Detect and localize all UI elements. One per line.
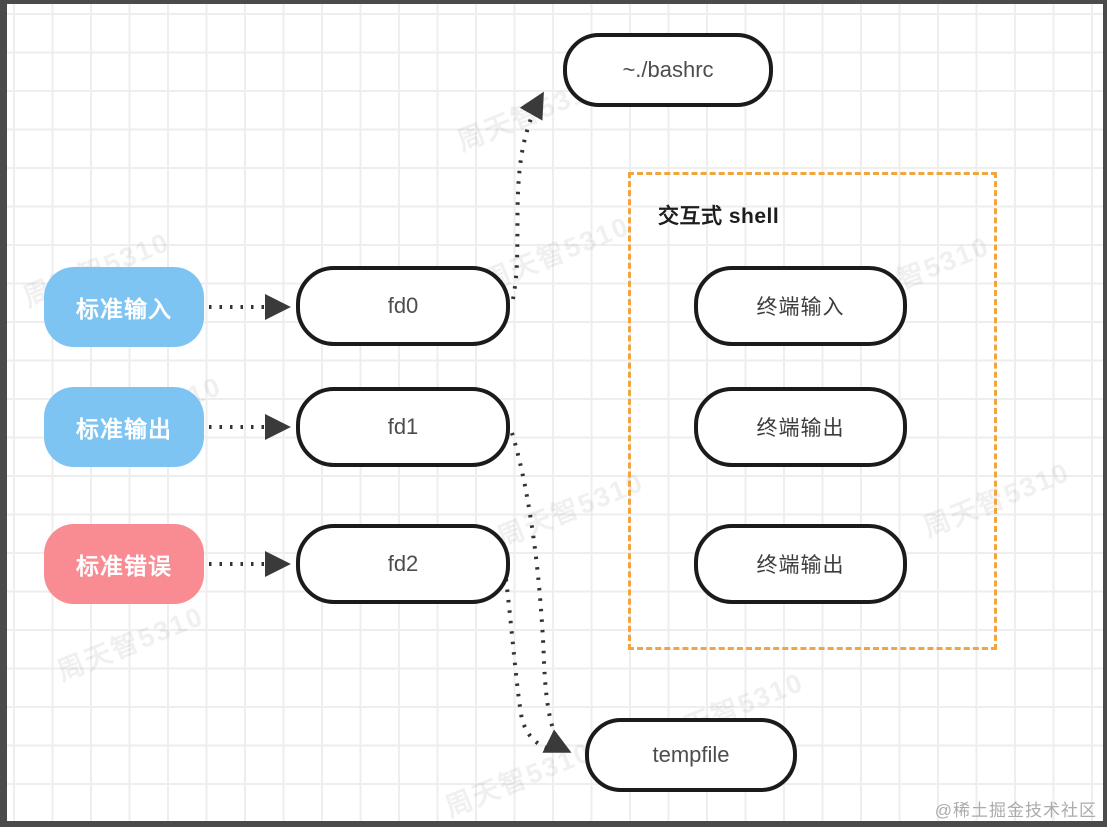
node-bashrc: ~./bashrc [563, 33, 773, 107]
node-fd0: fd0 [296, 266, 510, 346]
node-terminal-output-2-label: 终端输出 [756, 554, 845, 577]
node-fd1-label: fd1 [387, 414, 419, 439]
node-fd2: fd2 [296, 524, 510, 604]
interactive-shell-title: 交互式 shell [658, 205, 780, 228]
arrow-fd2-tempfile [504, 578, 555, 752]
node-stderr-label: 标准错误 [76, 553, 172, 579]
node-stdin-label: 标准输入 [76, 296, 172, 322]
node-stdout-label: 标准输出 [76, 416, 172, 442]
arrow-fd1-tempfile [510, 432, 572, 753]
node-stdin: 标准输入 [44, 267, 204, 347]
node-stdout: 标准输出 [44, 387, 204, 467]
node-terminal-output-1: 终端输出 [694, 387, 907, 467]
node-terminal-output-2: 终端输出 [694, 524, 907, 604]
node-terminal-input-label: 终端输入 [756, 296, 845, 319]
arrow-fd0-bashrc [511, 91, 544, 300]
node-fd1: fd1 [296, 387, 510, 467]
diagonal-watermark: 周天智5310 [52, 600, 208, 687]
diagonal-watermark: 周天智5310 [440, 736, 596, 823]
interactive-shell-group [628, 172, 997, 650]
node-stderr: 标准错误 [44, 524, 204, 604]
node-terminal-input: 终端输入 [694, 266, 907, 346]
node-fd0-label: fd0 [387, 293, 419, 318]
node-fd2-label: fd2 [387, 551, 419, 576]
node-terminal-output-1-label: 终端输出 [756, 417, 845, 440]
node-tempfile: tempfile [585, 718, 797, 792]
diagonal-watermark: 周天智5310 [492, 466, 648, 553]
node-bashrc-label: ~./bashrc [622, 57, 714, 82]
node-tempfile-label: tempfile [652, 742, 730, 767]
corner-watermark: @稀土掘金技术社区 [934, 801, 1097, 820]
